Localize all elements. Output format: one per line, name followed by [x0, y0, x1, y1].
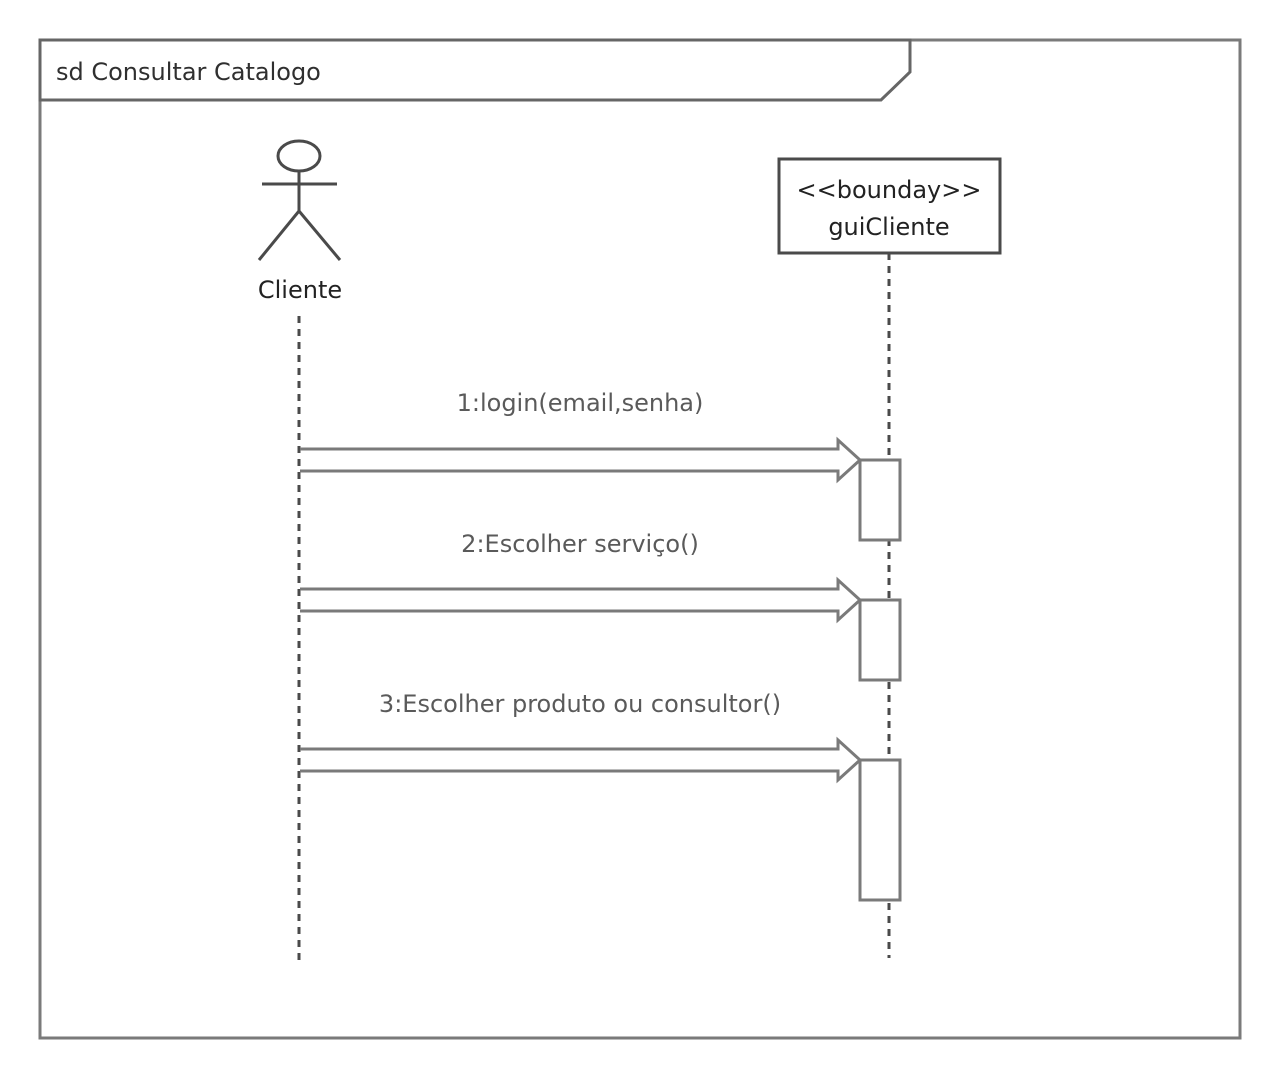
frame-title: sd Consultar Catalogo	[56, 58, 321, 86]
activation-3	[858, 758, 902, 902]
message-2[interactable]: 2:Escolher serviço()	[300, 530, 863, 624]
lifeline-name: guiCliente	[828, 213, 949, 241]
activation-2	[858, 598, 902, 682]
lifeline-box	[777, 157, 1002, 255]
message-2-arrow	[300, 576, 863, 624]
activation-1	[858, 458, 902, 542]
message-3[interactable]: 3:Escolher produto ou consultor()	[300, 690, 863, 784]
actor-right-leg	[297, 210, 342, 261]
lifeline-guicliente[interactable]: <<bounday>> guiCliente	[777, 157, 1002, 255]
message-3-arrow	[300, 736, 863, 784]
actor-head	[276, 139, 322, 173]
message-1[interactable]: 1:login(email,senha)	[300, 389, 863, 484]
message-1-label: 1:login(email,senha)	[457, 389, 704, 417]
frame-title-tab	[38, 38, 912, 102]
lifeline-stereotype: <<bounday>>	[797, 176, 982, 204]
actor-left-leg	[257, 210, 301, 261]
actor-name: Cliente	[258, 276, 342, 304]
message-2-label: 2:Escolher serviço()	[461, 530, 699, 558]
message-1-arrow	[300, 436, 863, 484]
actor-cliente[interactable]: Cliente	[257, 139, 342, 304]
message-3-label: 3:Escolher produto ou consultor()	[379, 690, 781, 718]
